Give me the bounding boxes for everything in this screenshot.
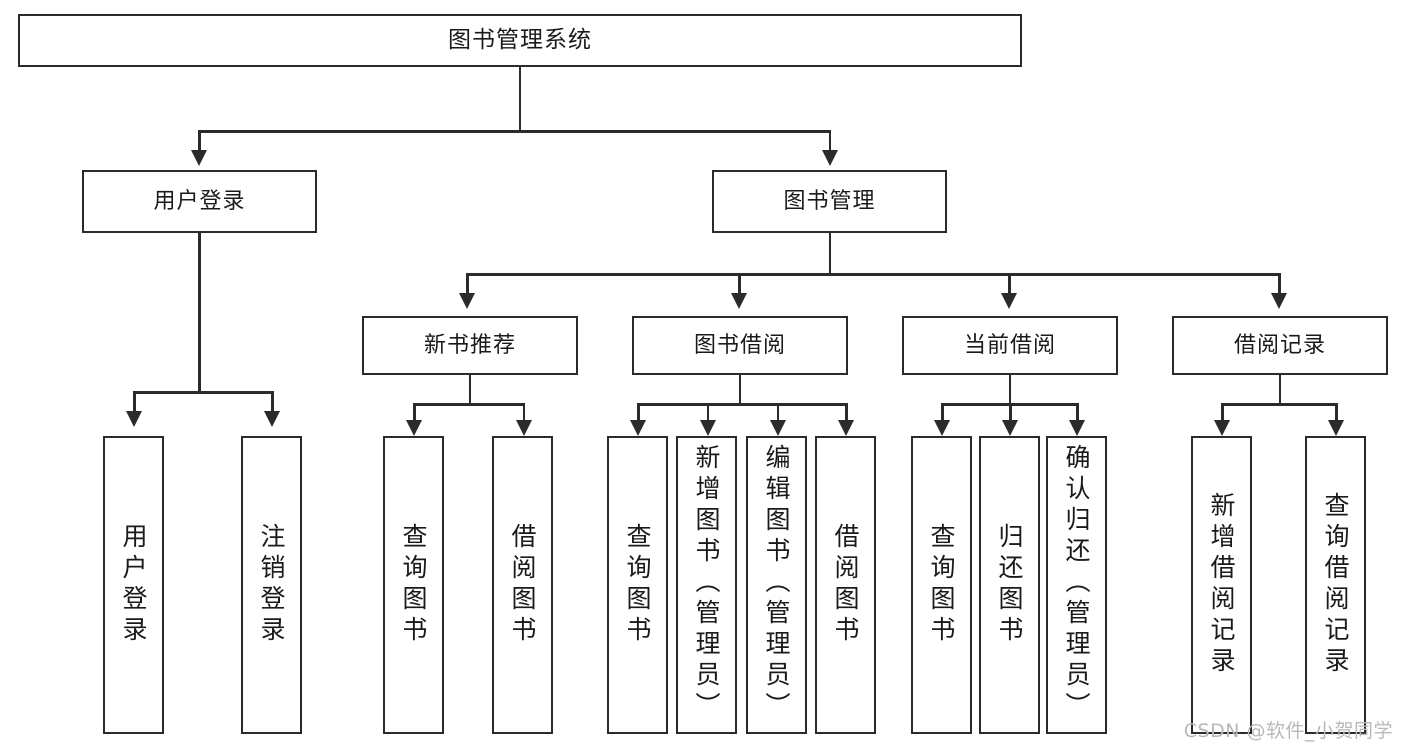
connector-图书借阅-bus	[637, 403, 845, 406]
node-label: 借阅图书	[508, 523, 537, 647]
node-label: 新增借阅记录	[1207, 492, 1236, 678]
node-图书管理[interactable]: 图书管理	[712, 170, 947, 233]
connector-借阅记录-stem	[1278, 375, 1281, 405]
node-label: 查询图书	[623, 523, 652, 647]
leaf-借阅图书-图书借阅[interactable]: 借阅图书	[815, 436, 876, 734]
connector-当前借阅-stem	[1008, 375, 1011, 405]
connector-借阅记录-bus	[1221, 403, 1337, 406]
arrowhead-图书借阅-leaf-3	[769, 420, 786, 436]
leaf-查询图书-当前借阅[interactable]: 查询图书	[911, 436, 972, 734]
connector-新书推荐-drop-1	[413, 403, 416, 423]
node-label: 当前借阅	[963, 332, 1056, 358]
arrowhead-当前借阅-leaf-2	[1002, 420, 1018, 436]
arrowhead-当前借阅-leaf-1	[934, 420, 950, 436]
connector-当前借阅-drop-1	[941, 403, 944, 423]
arrowhead-图书借阅-leaf-1	[630, 420, 646, 436]
arrowhead-借阅记录-leaf-1	[1214, 420, 1230, 436]
connector-图书借阅-drop-2	[706, 403, 709, 423]
connector-新书推荐-drop-2	[522, 403, 525, 423]
node-label: 图书管理系统	[448, 27, 592, 53]
leaf-查询图书-图书借阅[interactable]: 查询图书	[607, 436, 668, 734]
node-label: 注销登录	[257, 523, 286, 647]
node-label: 查询借阅记录	[1321, 492, 1350, 678]
leaf-编辑图书-管理员[interactable]: 编辑图书（管理员）	[746, 436, 807, 734]
arrowhead-user-login-leaf-1	[126, 411, 142, 427]
node-借阅记录[interactable]: 借阅记录	[1172, 316, 1388, 375]
node-当前借阅[interactable]: 当前借阅	[902, 316, 1118, 375]
node-root-图书管理系统[interactable]: 图书管理系统	[18, 14, 1022, 67]
node-label: 用户登录	[119, 523, 148, 647]
connector-book-mgmt-stem	[828, 233, 831, 275]
connector-book-mgmt-drop-3	[1008, 273, 1011, 295]
connector-user-login-drop-2	[271, 391, 274, 413]
connector-root-bus	[198, 130, 831, 133]
arrowhead-root-to-user-login	[191, 150, 207, 166]
arrowhead-图书借阅-leaf-4	[838, 420, 854, 436]
arrowhead-level3-1	[459, 293, 475, 309]
connector-book-mgmt-bus	[466, 273, 1280, 276]
leaf-确认归还-管理员[interactable]: 确认归还（管理员）	[1046, 436, 1107, 734]
connector-新书推荐-stem	[468, 375, 471, 405]
connector-新书推荐-bus	[413, 403, 525, 406]
connector-图书借阅-drop-3	[776, 403, 779, 423]
connector-借阅记录-drop-2	[1335, 403, 1338, 423]
connector-root-to-book-mgmt	[828, 130, 831, 152]
node-label: 归还图书	[995, 523, 1024, 647]
leaf-借阅图书-新书推荐[interactable]: 借阅图书	[492, 436, 553, 734]
arrowhead-level3-2	[731, 293, 747, 309]
arrowhead-新书推荐-leaf-2	[515, 420, 532, 436]
leaf-查询借阅记录[interactable]: 查询借阅记录	[1305, 436, 1366, 734]
arrowhead-新书推荐-leaf-1	[406, 420, 422, 436]
connector-user-login-bus	[133, 391, 273, 394]
node-新书推荐[interactable]: 新书推荐	[362, 316, 578, 375]
connector-user-login-stem	[198, 233, 201, 393]
connector-当前借阅-drop-3	[1076, 403, 1079, 423]
connector-root-stem	[518, 67, 521, 131]
connector-root-to-user-login	[198, 130, 201, 152]
connector-当前借阅-drop-2	[1009, 403, 1012, 423]
node-label: 确认归还（管理员）	[1062, 444, 1091, 723]
arrowhead-借阅记录-leaf-2	[1328, 420, 1344, 436]
leaf-注销登录[interactable]: 注销登录	[241, 436, 302, 734]
connector-借阅记录-drop-1	[1221, 403, 1224, 423]
arrowhead-level3-4	[1271, 293, 1287, 309]
node-用户登录[interactable]: 用户登录	[82, 170, 317, 233]
node-label: 查询图书	[927, 523, 956, 647]
arrowhead-user-login-leaf-2	[264, 411, 280, 427]
arrowhead-root-to-book-mgmt	[821, 150, 838, 166]
node-label: 查询图书	[399, 523, 428, 647]
connector-图书借阅-stem	[738, 375, 741, 405]
node-图书借阅[interactable]: 图书借阅	[632, 316, 848, 375]
node-label: 新增图书（管理员）	[692, 444, 721, 723]
node-label: 图书管理	[783, 188, 876, 214]
node-label: 图书借阅	[693, 332, 786, 358]
connector-book-mgmt-drop-1	[466, 273, 469, 295]
arrowhead-level3-3	[1001, 293, 1017, 309]
leaf-新增图书-管理员[interactable]: 新增图书（管理员）	[676, 436, 737, 734]
leaf-查询图书-新书推荐[interactable]: 查询图书	[383, 436, 444, 734]
connector-book-mgmt-drop-2	[738, 273, 741, 295]
connector-book-mgmt-drop-4	[1278, 273, 1281, 295]
node-label: 借阅图书	[831, 523, 860, 647]
arrowhead-图书借阅-leaf-2	[699, 420, 716, 436]
connector-图书借阅-drop-1	[637, 403, 640, 423]
arrowhead-当前借阅-leaf-3	[1069, 420, 1085, 436]
leaf-归还图书[interactable]: 归还图书	[979, 436, 1040, 734]
node-label: 用户登录	[153, 188, 246, 214]
leaf-用户登录[interactable]: 用户登录	[103, 436, 164, 734]
connector-user-login-drop-1	[133, 391, 136, 413]
connector-图书借阅-drop-4	[845, 403, 848, 423]
node-label: 新书推荐	[423, 332, 516, 358]
leaf-新增借阅记录[interactable]: 新增借阅记录	[1191, 436, 1252, 734]
node-label: 编辑图书（管理员）	[762, 444, 791, 723]
node-label: 借阅记录	[1233, 332, 1326, 358]
